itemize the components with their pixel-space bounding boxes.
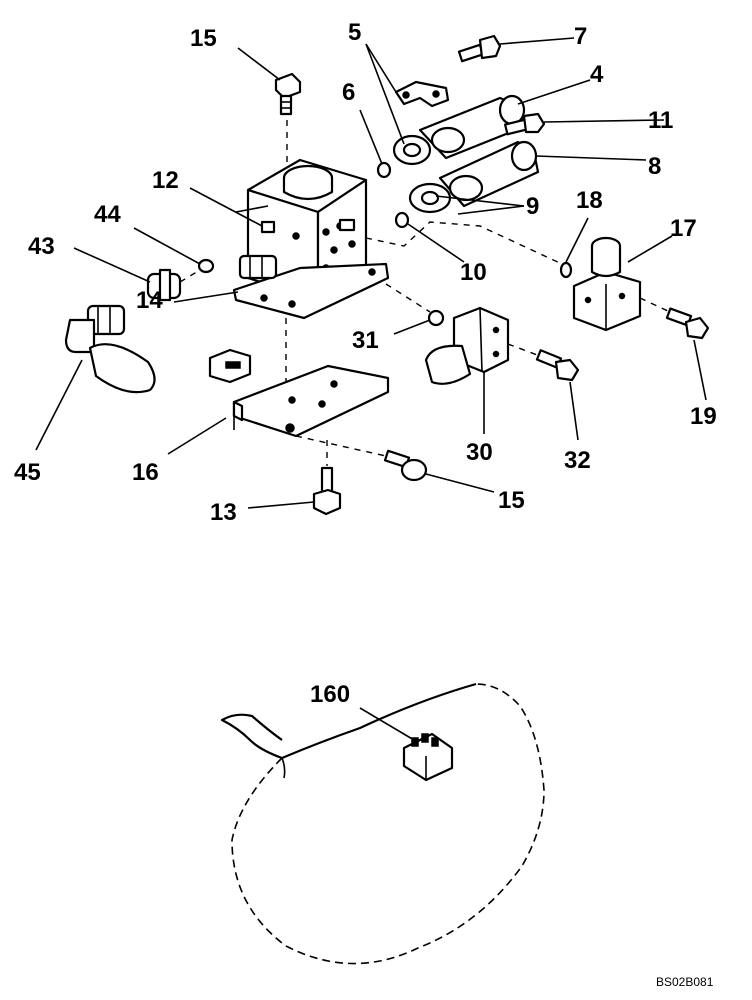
leader-9a [435, 195, 525, 207]
leader-17 [627, 235, 673, 263]
solenoid-bolt [535, 349, 580, 382]
o-ring-10 [394, 211, 410, 229]
leader-13 [247, 501, 315, 509]
leader-6 [359, 109, 383, 165]
leader-7 [499, 37, 575, 45]
mounting-clip [208, 348, 252, 384]
leader-43 [73, 247, 151, 283]
harness-detail [220, 682, 545, 965]
callout-43: 43 [28, 233, 55, 260]
callout-12: 12 [152, 167, 179, 194]
callout-8: 8 [648, 153, 661, 180]
flow-path-32 [507, 343, 541, 357]
flow-path-18 [365, 221, 563, 265]
o-ring-6 [376, 161, 392, 179]
bracket-bolt [312, 466, 342, 516]
sensor-body [572, 236, 642, 332]
callout-11: 11 [648, 107, 673, 134]
leader-5b [365, 43, 405, 145]
leader-31 [393, 319, 431, 335]
bolt-bottom [383, 449, 428, 482]
leader-44 [133, 227, 201, 265]
callout-6: 6 [342, 79, 355, 106]
callout-4: 4 [590, 61, 604, 88]
pressure-switch [64, 304, 156, 394]
leader-9b [457, 205, 525, 215]
leader-32 [569, 381, 579, 441]
leader-10 [407, 223, 465, 263]
callout-9: 9 [526, 193, 539, 220]
connector-160 [402, 732, 454, 782]
callout-13: 13 [210, 499, 237, 526]
block-fitting [238, 254, 278, 280]
o-ring-44 [197, 258, 215, 274]
leader-5a [365, 43, 397, 93]
hose-lower [438, 140, 540, 208]
callout-30: 30 [466, 439, 493, 466]
clamp-bolt [457, 34, 502, 63]
leader-15-bottom [425, 473, 495, 493]
callout-5: 5 [348, 19, 361, 46]
callout-10: 10 [460, 259, 487, 286]
callout-16: 16 [132, 459, 159, 486]
o-ring-18 [559, 261, 573, 279]
bolt-top [274, 72, 302, 116]
mounting-bracket [232, 364, 390, 438]
callout-15-bottom: 15 [498, 487, 525, 514]
leader-45 [35, 359, 83, 451]
callout-45: 45 [14, 459, 41, 486]
leader-11 [543, 119, 665, 123]
leader-12 [189, 187, 263, 227]
flange-upper [392, 134, 432, 166]
sensor-bolt [665, 307, 710, 340]
flow-path-15 [295, 435, 387, 457]
flow-path-31 [385, 283, 431, 313]
leader-4 [517, 79, 591, 105]
o-ring-31 [427, 309, 445, 327]
callout-17: 17 [670, 215, 697, 242]
leader-15-top [237, 47, 281, 81]
callout-14: 14 [136, 287, 163, 314]
callout-160: 160 [310, 681, 350, 708]
callout-32: 32 [564, 447, 591, 474]
leader-14 [173, 291, 239, 303]
callout-18: 18 [576, 187, 603, 214]
elbow-adapter [146, 268, 182, 302]
solenoid-valve [424, 306, 510, 385]
callout-19: 19 [690, 403, 717, 430]
leader-16 [167, 417, 227, 455]
leader-18 [565, 217, 589, 263]
clamp-half [394, 80, 450, 108]
leader-8 [535, 155, 647, 161]
flow-path-43 [179, 269, 201, 283]
callout-15-top: 15 [190, 25, 217, 52]
callout-7: 7 [574, 23, 587, 50]
drawing-reference-code: BS02B081 [656, 975, 714, 989]
callout-44: 44 [94, 201, 121, 228]
flange-lower [408, 182, 452, 214]
callout-31: 31 [352, 327, 379, 354]
detail-outline [231, 683, 545, 965]
flow-path-19 [639, 297, 671, 313]
flange-bolt [503, 112, 546, 136]
leader-160 [359, 707, 415, 741]
leader-19 [693, 339, 707, 401]
